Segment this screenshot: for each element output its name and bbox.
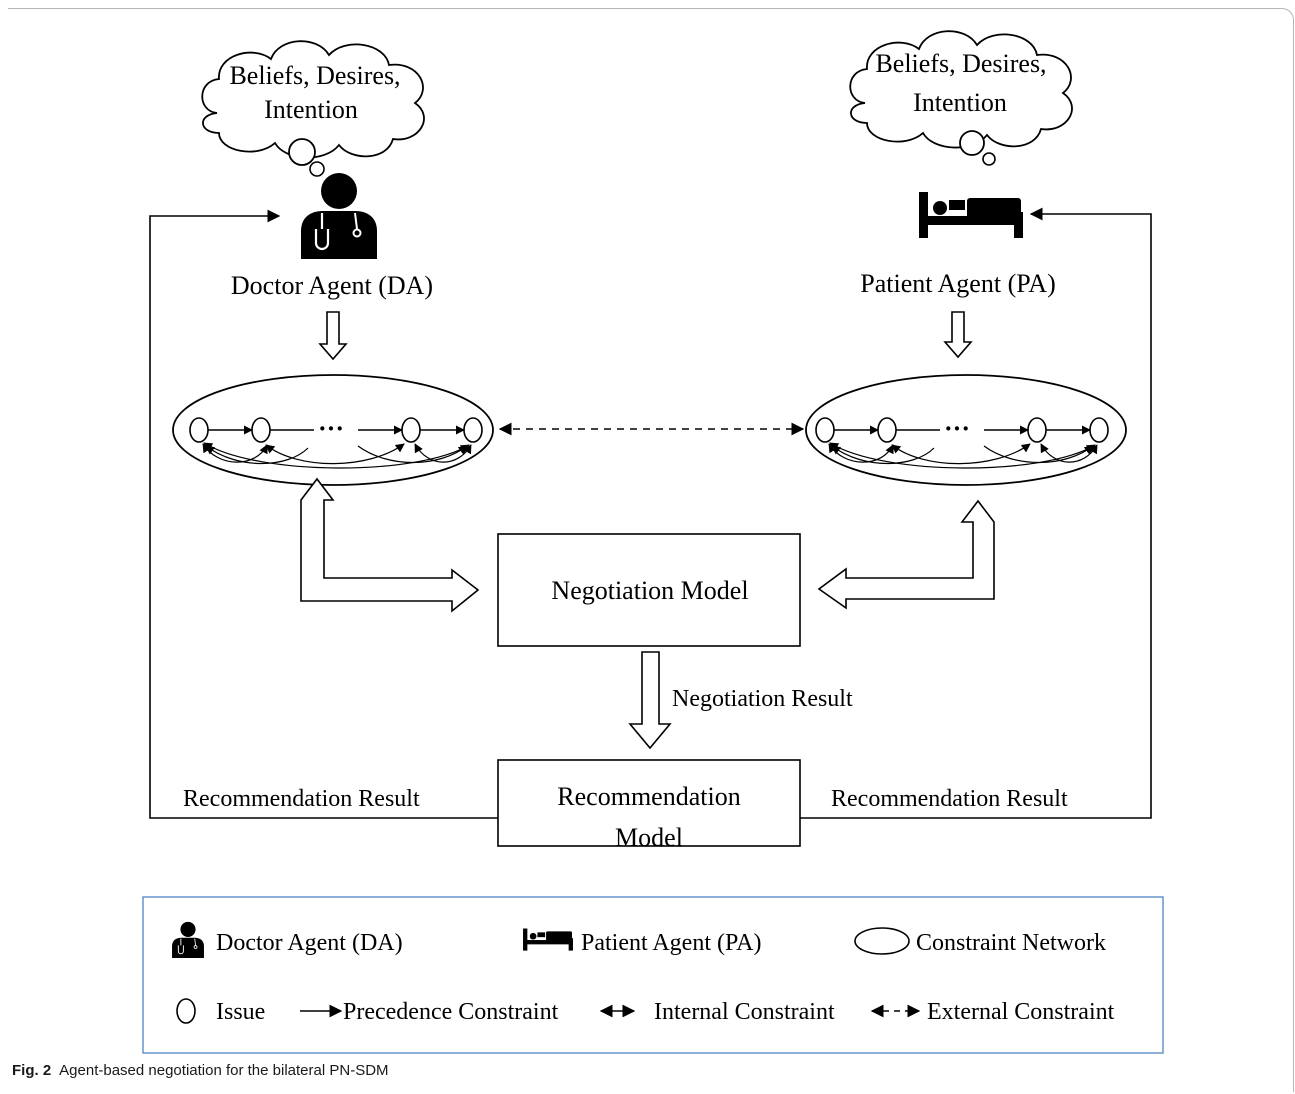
doctor-icon [299,171,379,261]
doctor-negotiation-arrow [300,477,480,613]
patient-constraint-network: ··· [805,374,1127,486]
legend-constraint-network-icon [854,927,910,955]
caption-label: Fig. 2 [12,1062,52,1079]
patient-network-ellipsis: ··· [944,414,970,443]
negotiation-model-box [497,533,801,647]
doctor-thought-line2: Intention [264,95,358,124]
legend-precedence-label: Precedence Constraint [343,999,559,1025]
legend-constraint-network-label: Constraint Network [916,930,1106,956]
doctor-network-ellipsis: ··· [318,414,344,443]
negotiation-result-arrow [628,651,672,750]
legend-internal-label: Internal Constraint [654,999,835,1025]
recommendation-model-line2: Model [615,823,683,852]
patient-negotiation-arrow [817,499,995,610]
patient-thought-cloud: Beliefs, Desires, Intention [849,30,1073,166]
recommendation-model-box [497,759,801,847]
legend: Doctor Agent (DA) Patient Agent (PA) Con… [142,896,1164,1054]
patient-down-arrow [943,311,973,359]
legend-issue-icon [176,998,196,1024]
doctor-constraint-network: ··· [172,374,494,486]
legend-patient-label: Patient Agent (PA) [581,930,761,956]
bed-icon [919,192,1023,238]
figure-frame [8,8,1294,1092]
legend-box [142,896,1164,1054]
legend-external-label: External Constraint [927,999,1115,1025]
caption-text: Agent-based negotiation for the bilatera… [59,1062,389,1079]
doctor-thought-cloud: Beliefs, Desires, Intention [201,40,425,177]
legend-issue-label: Issue [216,999,265,1025]
negotiation-model-label: Negotiation Model [551,576,748,605]
patient-thought-line1: Beliefs, Desires, [875,49,1046,78]
doctor-thought-line1: Beliefs, Desires, [229,61,400,90]
recommendation-result-left: Recommendation Result [183,786,420,812]
negotiation-result-label: Negotiation Result [672,686,853,712]
recommendation-model-line1: Recommendation [557,782,740,811]
doctor-down-arrow [318,311,348,361]
right-feedback-loop [800,207,1152,819]
left-feedback-loop [149,209,498,819]
legend-doctor-label: Doctor Agent (DA) [216,930,403,956]
patient-agent-label: Patient Agent (PA) [860,269,1055,298]
patient-thought-line2: Intention [913,88,1007,117]
recommendation-result-right: Recommendation Result [831,786,1068,812]
doctor-agent-label: Doctor Agent (DA) [231,271,433,300]
figure-caption: Fig. 2 Agent-based negotiation for the bi… [12,1062,389,1084]
